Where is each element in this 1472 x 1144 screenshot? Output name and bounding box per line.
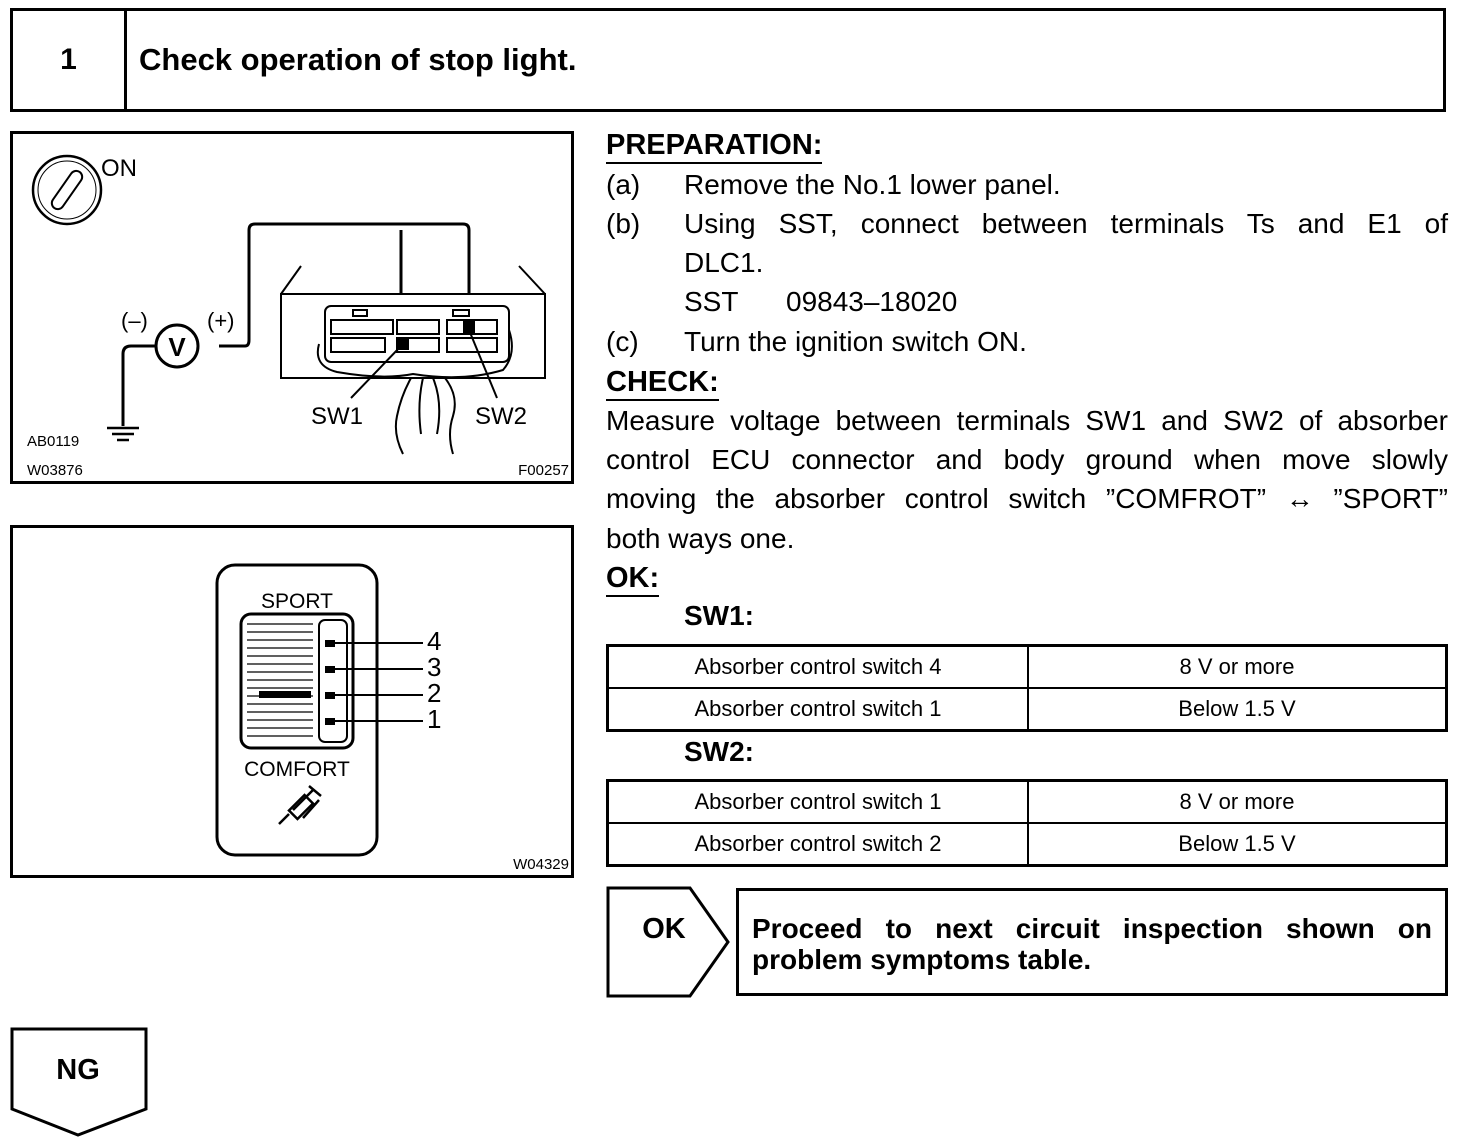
step-title: Check operation of stop light. (139, 42, 577, 77)
switch-position-markers (325, 640, 423, 725)
step-label: (a) (606, 169, 641, 200)
condition-cell: Absorber control switch 4 (606, 644, 1029, 689)
table-row: Absorber control switch 4 8 V or more (606, 644, 1448, 689)
value-cell: Below 1.5 V (1027, 822, 1448, 867)
check-text: both ways one. (606, 523, 795, 554)
step-text-continued: DLC1. (684, 247, 764, 278)
position-label: 2 (427, 678, 441, 708)
voltmeter-label: V (168, 332, 186, 362)
check-text: control ECU connector and body ground wh… (606, 444, 1448, 475)
table-row: Absorber control switch 1 Below 1.5 V (606, 687, 1448, 732)
table-row: Absorber control switch 1 8 V or more (606, 779, 1448, 824)
step-number: 1 (13, 11, 127, 109)
sw2-label: SW2: (684, 736, 754, 767)
ok-result-message: Proceed to next circuit inspection shown… (752, 913, 1432, 975)
step-text: Using SST, connect between terminals Ts … (684, 208, 1448, 239)
check-line: moving the absorber control switch ”COMF… (606, 479, 1448, 518)
switch-knob-icon (239, 612, 355, 750)
figure-voltage-measurement: ON V (–) (+) (10, 131, 574, 484)
position-label: 3 (427, 652, 441, 682)
ok-result-box: Proceed to next circuit inspection shown… (736, 888, 1448, 996)
ok-result-tag: OK (606, 886, 730, 998)
check-line: control ECU connector and body ground wh… (606, 440, 1448, 479)
sst-label: SST (684, 286, 739, 317)
absorber-switch-diagram: SPORT 4 3 2 1 COMFORT W04329 (215, 563, 569, 873)
sst-line: SST 09843–18020 (606, 282, 1448, 321)
preparation-step: (b) Using SST, connect between terminals… (606, 204, 1448, 243)
plus-terminal-label: (+) (207, 308, 235, 333)
preparation-step: (a) Remove the No.1 lower panel. (606, 165, 1448, 204)
position-label: 1 (427, 704, 441, 734)
step-header: 1 Check operation of stop light. (10, 8, 1446, 112)
voltmeter-icon: V (154, 323, 200, 369)
sw1-terminal-label: SW1 (311, 403, 363, 430)
value-cell: Below 1.5 V (1027, 687, 1448, 732)
ignition-on-label: ON (101, 155, 137, 182)
sport-label: SPORT (261, 590, 333, 613)
value-cell: 8 V or more (1027, 779, 1448, 824)
ignition-key-icon (31, 154, 103, 226)
check-text: Measure voltage between terminals SW1 an… (606, 405, 1448, 436)
step-text: Turn the ignition switch ON. (684, 326, 1027, 357)
ok-heading: OK: (606, 561, 660, 597)
preparation-heading: PREPARATION: (606, 128, 823, 164)
figure-code-f: F00257 (518, 462, 569, 479)
ok-heading-wrap: OK: (606, 561, 660, 597)
condition-cell: Absorber control switch 2 (606, 822, 1029, 867)
step-label: (c) (606, 326, 639, 357)
ecu-connector-icon (280, 265, 546, 455)
condition-cell: Absorber control switch 1 (606, 779, 1029, 824)
minus-terminal-label: (–) (121, 308, 148, 333)
preparation-heading-wrap: PREPARATION: (606, 128, 823, 164)
shock-absorber-icon (278, 785, 322, 825)
sw2-spec-table: Absorber control switch 1 8 V or more Ab… (606, 779, 1448, 867)
check-heading-wrap: CHECK: (606, 365, 719, 401)
ng-result-tag: NG (10, 1027, 148, 1137)
figure-code-w: W03876 (27, 462, 83, 479)
check-heading: CHECK: (606, 365, 719, 401)
figure-code-ab: AB0119 (27, 433, 79, 450)
check-text: moving the absorber control switch ”COMF… (606, 483, 1448, 514)
comfort-label: COMFORT (244, 758, 350, 781)
figure-voltage-diagram: ON V (–) (+) (27, 154, 569, 479)
sw1-spec-table: Absorber control switch 4 8 V or more Ab… (606, 644, 1448, 732)
ok-tag-label: OK (642, 913, 686, 945)
step-label: (b) (606, 208, 641, 239)
figure-absorber-switch: SPORT 4 3 2 1 COMFORT W04329 (10, 525, 574, 878)
sw2-terminal-label: SW2 (475, 403, 527, 430)
sst-number: 09843–18020 (786, 286, 958, 317)
position-label: 4 (427, 626, 441, 656)
ng-tag-label: NG (56, 1054, 100, 1086)
table-row: Absorber control switch 2 Below 1.5 V (606, 822, 1448, 867)
sw1-label: SW1: (684, 600, 754, 631)
ground-icon (107, 426, 139, 442)
check-line: Measure voltage between terminals SW1 an… (606, 401, 1448, 440)
step-text: Remove the No.1 lower panel. (684, 169, 1061, 200)
preparation-step: (c) Turn the ignition switch ON. (606, 322, 1448, 361)
condition-cell: Absorber control switch 1 (606, 687, 1029, 732)
check-line: both ways one. (606, 519, 1448, 558)
figure-code: W04329 (513, 856, 569, 873)
preparation-step-continued: DLC1. (606, 243, 1448, 282)
value-cell: 8 V or more (1027, 644, 1448, 689)
